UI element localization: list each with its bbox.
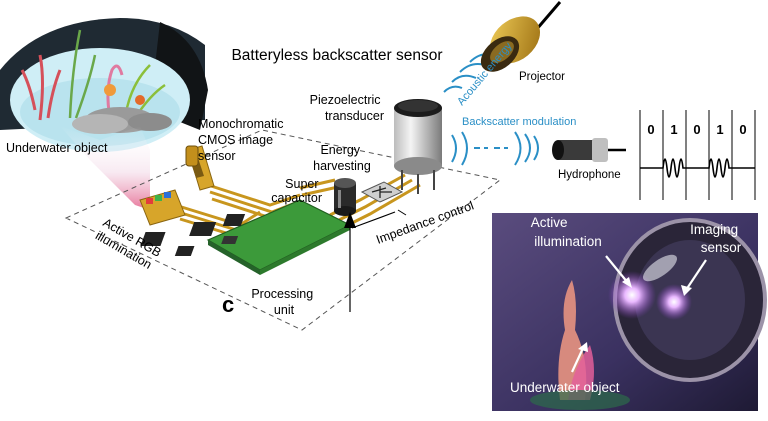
bit-label: 0 bbox=[739, 122, 746, 137]
panel-letter: c bbox=[222, 292, 234, 317]
label-underwater-object: Underwater object bbox=[6, 141, 108, 155]
label-piezo: Piezoelectric transducer bbox=[310, 93, 384, 123]
bit-label: 1 bbox=[716, 122, 723, 137]
super-capacitor bbox=[334, 178, 356, 216]
photo-annotations bbox=[571, 255, 707, 373]
bit-label: 1 bbox=[670, 122, 677, 137]
label-active-rgb: Active RGB illumination bbox=[93, 215, 166, 274]
rectifier-diode bbox=[360, 181, 404, 203]
diagram-title: Batteryless backscatter sensor bbox=[231, 47, 442, 64]
processing-board bbox=[140, 199, 352, 275]
bit-waveform: 0 1 0 1 0 bbox=[639, 110, 756, 200]
photo-label-underwater-object: Underwater object bbox=[510, 380, 620, 395]
bit-label: 0 bbox=[693, 122, 700, 137]
label-mono-sensor: Monochromatic CMOS image sensor bbox=[198, 117, 287, 163]
piezoelectric-transducer bbox=[394, 99, 442, 194]
projector-device bbox=[480, 1, 562, 72]
impedance-control-arrow bbox=[344, 209, 407, 312]
system-boundary bbox=[64, 129, 502, 331]
label-energy-harvesting: Energy harvesting bbox=[313, 143, 371, 173]
label-projector: Projector bbox=[519, 71, 565, 83]
backscatter-waves bbox=[451, 131, 539, 166]
rgb-led-strip bbox=[139, 189, 186, 226]
bit-label: 0 bbox=[647, 122, 654, 137]
hydrophone-device bbox=[552, 138, 626, 162]
label-super-capacitor: Super capacitor bbox=[271, 177, 322, 205]
cmos-image-sensor bbox=[185, 145, 215, 191]
underwater-scene bbox=[0, 18, 208, 210]
photo-label-imaging-sensor: Imaging sensor bbox=[690, 222, 742, 255]
label-processing-unit: Processing unit bbox=[251, 287, 316, 317]
label-impedance-control: Impedance control bbox=[374, 198, 475, 246]
label-hydrophone: Hydrophone bbox=[558, 169, 621, 181]
label-backscatter-modulation: Backscatter modulation bbox=[462, 116, 576, 128]
photo-inset bbox=[492, 213, 767, 411]
photo-label-active-illumination: Active illumination bbox=[531, 215, 602, 249]
